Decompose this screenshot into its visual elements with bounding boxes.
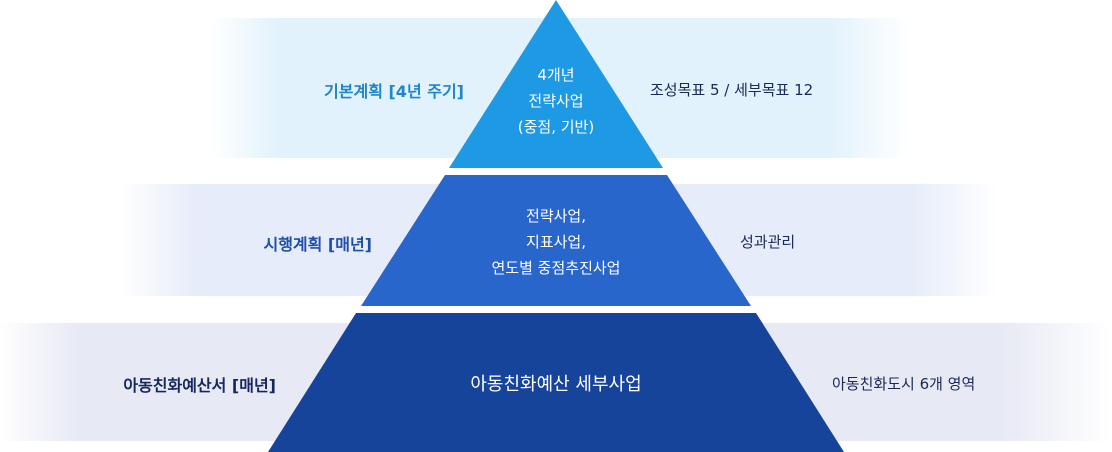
- tier-1-line-3: (중점, 기반): [517, 118, 595, 136]
- tier-3-line-1: 아동친화예산 세부사업: [470, 374, 642, 395]
- tier-1-left-label: 기본계획 [4년 주기]: [324, 82, 464, 101]
- tier-2-line-3: 연도별 중점추진사업: [491, 259, 621, 277]
- tier-3-left-label: 아동친화예산서 [매년]: [123, 376, 276, 395]
- pyramid-tier-3: [268, 313, 844, 452]
- tier-1-center-text: 4개년 전략사업 (중점, 기반): [476, 62, 636, 140]
- pyramid-tier-2: [361, 175, 751, 306]
- tier-1-line-1: 4개년: [537, 66, 575, 84]
- tier-2-center-text: 전략사업, 지표사업, 연도별 중점추진사업: [436, 203, 676, 281]
- tier-3-right-label: 아동친화도시 6개 영역: [832, 375, 976, 393]
- tier-2-left-label: 시행계획 [매년]: [263, 235, 372, 254]
- pyramid-tier-1: [449, 0, 663, 168]
- tier-2-line-2: 지표사업,: [526, 233, 586, 251]
- tier-3-center-text: 아동친화예산 세부사업: [406, 372, 706, 398]
- tier-1-line-2: 전략사업: [528, 92, 584, 110]
- tier-2-right-label: 성과관리: [740, 233, 796, 251]
- tier-2-line-1: 전략사업,: [526, 207, 586, 225]
- tier-1-right-label: 조성목표 5 / 세부목표 12: [650, 81, 814, 99]
